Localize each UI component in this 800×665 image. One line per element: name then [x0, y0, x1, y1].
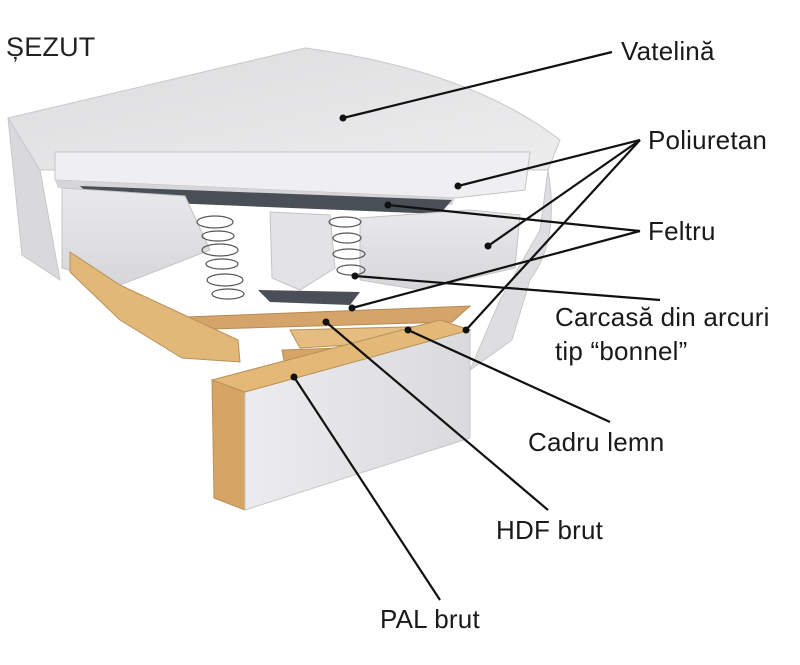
leader-poliuretan-1	[457, 138, 641, 188]
label-feltru: Feltru	[648, 216, 716, 246]
leader-lines	[293, 50, 661, 601]
leader-feltru-1	[387, 203, 641, 233]
leader-vatelina	[342, 50, 613, 120]
leader-carcasa	[354, 274, 661, 302]
label-poliuretan: Poliuretan	[648, 125, 768, 155]
bonnel-spring-unit	[196, 215, 366, 300]
label-vatelina: Vatelină	[621, 36, 715, 66]
leader-poliuretan-3	[465, 139, 641, 331]
leader-poliuretan-2	[487, 139, 641, 247]
felt-bottom-layer	[258, 290, 360, 305]
leader-feltru-2	[351, 229, 641, 310]
label-pal-brut: PAL brut	[380, 604, 480, 634]
polyurethane-side-blocks	[61, 187, 521, 291]
pal-board	[210, 319, 472, 511]
diagram-title: ȘEZUT	[6, 32, 96, 62]
label-cadru-lemn: Cadru lemn	[528, 427, 665, 457]
label-carcasa-line1: Carcasă din arcuri	[555, 302, 770, 332]
leader-pal	[293, 376, 441, 601]
label-hdf-brut: HDF brut	[496, 515, 604, 545]
felt-top-layer	[80, 186, 452, 214]
label-carcasa-line2: tip “bonnel”	[555, 336, 688, 366]
leader-hdf	[325, 321, 549, 511]
leader-cadru	[407, 328, 611, 424]
vatelina-layer	[7, 47, 561, 372]
label-carcasa: Carcasă din arcuri tip “bonnel”	[555, 300, 770, 368]
leader-dots	[290, 114, 492, 381]
